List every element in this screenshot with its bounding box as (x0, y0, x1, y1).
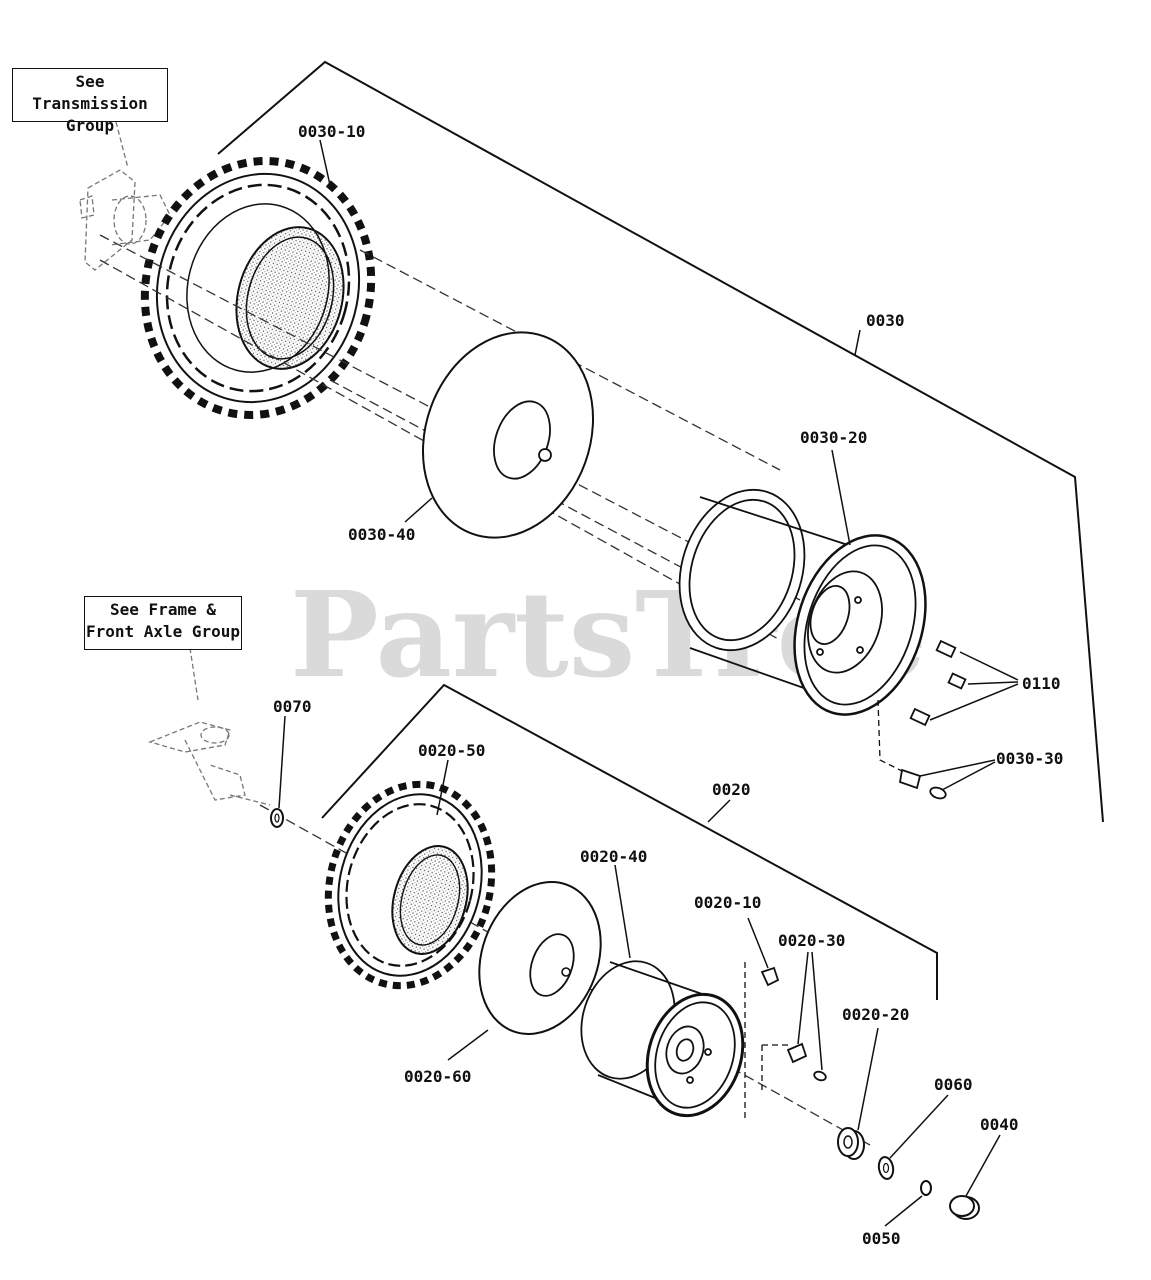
label-0020-60: 0020-60 (404, 1067, 471, 1086)
see-transmission-group-box: See Transmission Group (12, 68, 168, 135)
valve-stem-0030-30 (898, 768, 947, 800)
label-0020-30: 0020-30 (778, 931, 845, 950)
transmission-leader (115, 121, 129, 169)
valve-0020-10-leader (747, 917, 769, 969)
rear-tube-0030-40 (421, 331, 595, 539)
valve-stem-leaders (919, 759, 996, 791)
hub-cap-0040 (949, 1195, 980, 1220)
clip-0050 (920, 1180, 932, 1196)
label-0020-10: 0020-10 (694, 893, 761, 912)
clip-0050-leader (884, 1195, 923, 1227)
label-0050: 0050 (862, 1229, 901, 1248)
washer-0060-leader (889, 1094, 949, 1159)
front-tire-0020-50 (324, 780, 496, 990)
front-tube-0020-60 (478, 881, 602, 1035)
part-leaders (278, 139, 861, 1061)
label-0030-40: 0030-40 (348, 525, 415, 544)
label-0030: 0030 (866, 311, 905, 330)
label-0020-20: 0020-20 (842, 1005, 909, 1024)
label-0040: 0040 (980, 1115, 1019, 1134)
valve-0020-10 (760, 966, 780, 987)
label-0020-50: 0020-50 (418, 741, 485, 760)
bolts-0110 (909, 639, 967, 727)
transmission-ghost-parts (79, 169, 171, 271)
see-frame-axle-group-box: See Frame & Front Axle Group (84, 596, 242, 650)
bushing-leader (857, 1027, 879, 1131)
label-0020: 0020 (712, 780, 751, 799)
hub-cap-leader (965, 1134, 1001, 1197)
bolts-0110-leaders (929, 651, 1019, 721)
valve-stem-dashed-path (877, 699, 911, 776)
label-0020-40: 0020-40 (580, 847, 647, 866)
rear-tire-0030-10 (140, 157, 376, 419)
washer-0070 (270, 808, 284, 828)
frame-leader (189, 647, 199, 701)
label-0030-20: 0030-20 (800, 428, 867, 447)
label-0110: 0110 (1022, 674, 1061, 693)
label-0030-10: 0030-10 (298, 122, 365, 141)
group-bracket-0030 (217, 60, 1104, 823)
washer-0060 (877, 1156, 895, 1180)
group-bracket-0020 (321, 683, 938, 1000)
front-rim-0020-40 (580, 960, 745, 1118)
bushing-0020-20 (837, 1127, 865, 1160)
label-0030-30: 0030-30 (996, 749, 1063, 768)
front-valve-dashed-paths (744, 962, 790, 1118)
rear-rim-0030-20 (678, 488, 927, 716)
valve-stem-0020-30 (786, 1042, 827, 1082)
valve-stem-0020-30-leaders (797, 951, 823, 1071)
front-axle-ghost-parts (147, 721, 271, 806)
label-0060: 0060 (934, 1075, 973, 1094)
label-0070: 0070 (273, 697, 312, 716)
